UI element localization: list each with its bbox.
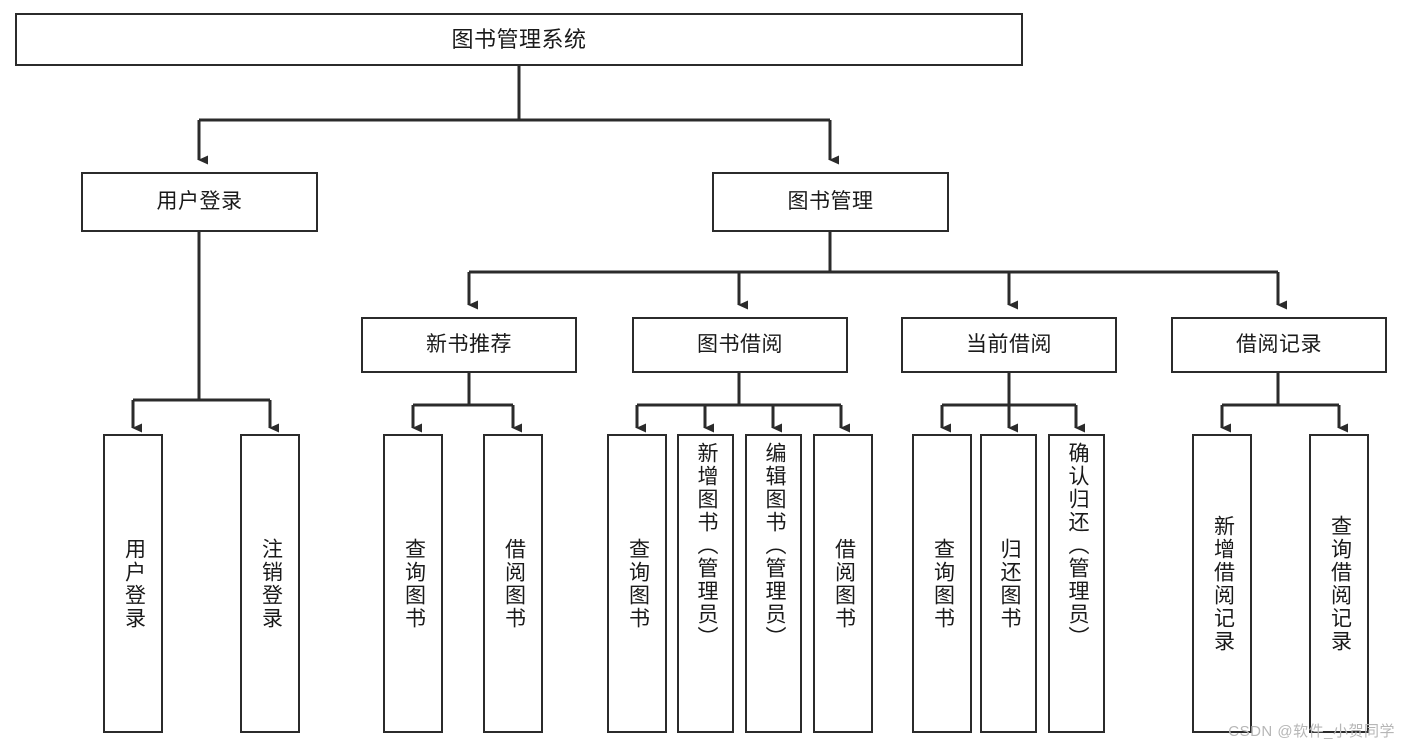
leaf-borrow-record-query-record[interactable]: 查询借阅记录 [1309,434,1369,733]
leaf-new-book-query-book[interactable]: 查询图书 [383,434,443,733]
leaf-book-borrow-add-book-admin[interactable]: 新增图书（管理员） [677,434,734,733]
leaf-book-borrow-edit-book-admin-label: 编辑图书（管理员） [762,442,786,649]
node-root-book-management-system[interactable]: 图书管理系统 [15,13,1023,66]
leaf-new-book-borrow-book[interactable]: 借阅图书 [483,434,543,733]
leaf-current-borrow-query-book[interactable]: 查询图书 [912,434,972,733]
leaf-borrow-record-add-record-label: 新增借阅记录 [1211,514,1235,653]
leaf-current-borrow-confirm-return-admin-label: 确认归还（管理员） [1065,442,1089,649]
node-book-management-label: 图书管理 [787,189,874,213]
leaf-user-login-login[interactable]: 用户登录 [103,434,163,733]
leaf-user-login-logout[interactable]: 注销登录 [240,434,300,733]
leaf-user-login-login-label: 用户登录 [122,537,146,630]
node-current-borrow[interactable]: 当前借阅 [901,317,1117,373]
leaf-current-borrow-query-book-label: 查询图书 [931,537,955,630]
leaf-user-login-logout-label: 注销登录 [259,537,283,630]
leaf-book-borrow-edit-book-admin[interactable]: 编辑图书（管理员） [745,434,802,733]
node-book-management[interactable]: 图书管理 [712,172,949,232]
leaf-borrow-record-query-record-label: 查询借阅记录 [1328,514,1352,653]
leaf-current-borrow-confirm-return-admin[interactable]: 确认归还（管理员） [1048,434,1105,733]
node-book-borrow[interactable]: 图书借阅 [632,317,848,373]
leaf-book-borrow-borrow-book-label: 借阅图书 [832,537,856,630]
leaf-new-book-borrow-book-label: 借阅图书 [502,537,526,630]
leaf-book-borrow-query-book-label: 查询图书 [626,537,650,630]
leaf-current-borrow-return-book[interactable]: 归还图书 [980,434,1037,733]
node-new-book-recommend[interactable]: 新书推荐 [361,317,577,373]
leaf-new-book-query-book-label: 查询图书 [402,537,426,630]
node-new-book-recommend-label: 新书推荐 [426,332,512,356]
node-current-borrow-label: 当前借阅 [966,332,1052,356]
node-book-borrow-label: 图书借阅 [697,332,783,356]
node-user-login-label: 用户登录 [156,189,243,213]
node-user-login[interactable]: 用户登录 [81,172,318,232]
leaf-book-borrow-add-book-admin-label: 新增图书（管理员） [694,442,718,649]
node-borrow-record[interactable]: 借阅记录 [1171,317,1387,373]
leaf-borrow-record-add-record[interactable]: 新增借阅记录 [1192,434,1252,733]
leaf-book-borrow-query-book[interactable]: 查询图书 [607,434,667,733]
leaf-current-borrow-return-book-label: 归还图书 [997,537,1021,630]
node-root-label: 图书管理系统 [451,26,587,52]
csdn-watermark: CSDN @软件_小贺同学 [1228,723,1395,740]
node-borrow-record-label: 借阅记录 [1236,332,1322,356]
leaf-book-borrow-borrow-book[interactable]: 借阅图书 [813,434,873,733]
